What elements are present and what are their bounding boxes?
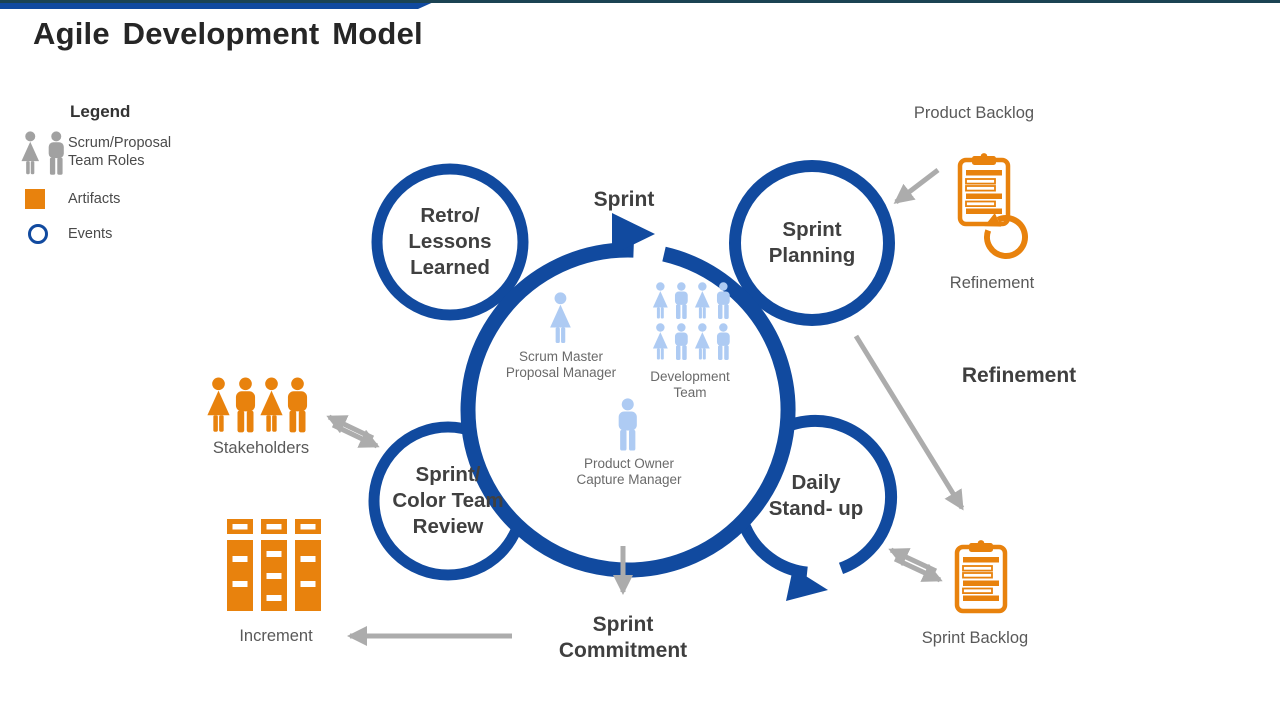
- refinement-flow-label: Refinement: [961, 364, 1077, 387]
- sprint-backlog-label: Sprint Backlog: [921, 629, 1029, 647]
- development-team-label: Development Team: [650, 369, 730, 401]
- sprint-review-label: Sprint/ Color Team Review: [392, 463, 504, 539]
- sprint-backlog-clipboard-icon: [957, 540, 1005, 611]
- sprint-label: Sprint: [593, 188, 655, 211]
- legend-item-team-roles: Scrum/Proposal Team Roles: [68, 135, 172, 170]
- stakeholders-label: Stakeholders: [212, 439, 310, 457]
- refinement-refresh-icon: [984, 213, 1028, 260]
- legend-item-artifacts: Artifacts: [68, 191, 121, 207]
- stakeholders-icons: [207, 377, 308, 433]
- event-icon: [28, 224, 48, 244]
- legend-heading: Legend: [70, 102, 131, 121]
- sprint-planning-label: Sprint Planning: [768, 218, 856, 268]
- daily-standup-label: Daily Stand- up: [768, 471, 864, 521]
- arrow-stakeholders-to-review: [331, 422, 380, 449]
- page-title: Agile Development Model: [33, 16, 423, 51]
- arrow-standup-to-backlog: [893, 556, 943, 583]
- scrum-master-label: Scrum Master Proposal Manager: [505, 349, 617, 381]
- product-owner-label: Product Owner Capture Manager: [576, 456, 682, 488]
- refinement-icon-label: Refinement: [949, 274, 1035, 292]
- artifact-icon: [25, 189, 45, 209]
- arrow-backlog-to-planning: [893, 168, 940, 204]
- increment-label: Increment: [239, 627, 313, 645]
- event-circle-retro: [371, 163, 529, 321]
- cycle-arrowhead-bottom: [786, 568, 828, 601]
- legend-item-events: Events: [68, 226, 113, 242]
- product-backlog-clipboard-icon: [960, 153, 1008, 224]
- increment-icon: [227, 519, 321, 611]
- arrow-refinement: [853, 334, 965, 511]
- top-accent-line: [0, 0, 1280, 3]
- flow-arrows: [326, 168, 965, 646]
- top-accent-bar: [0, 0, 438, 9]
- sprint-commitment-label: Sprint Commitment: [558, 613, 688, 663]
- event-circle-sprint-planning: [729, 160, 895, 326]
- cycle-arrowhead-top: [612, 213, 655, 255]
- retro-label: Retro/ Lessons Learned: [408, 204, 492, 280]
- product-backlog-label: Product Backlog: [913, 104, 1035, 122]
